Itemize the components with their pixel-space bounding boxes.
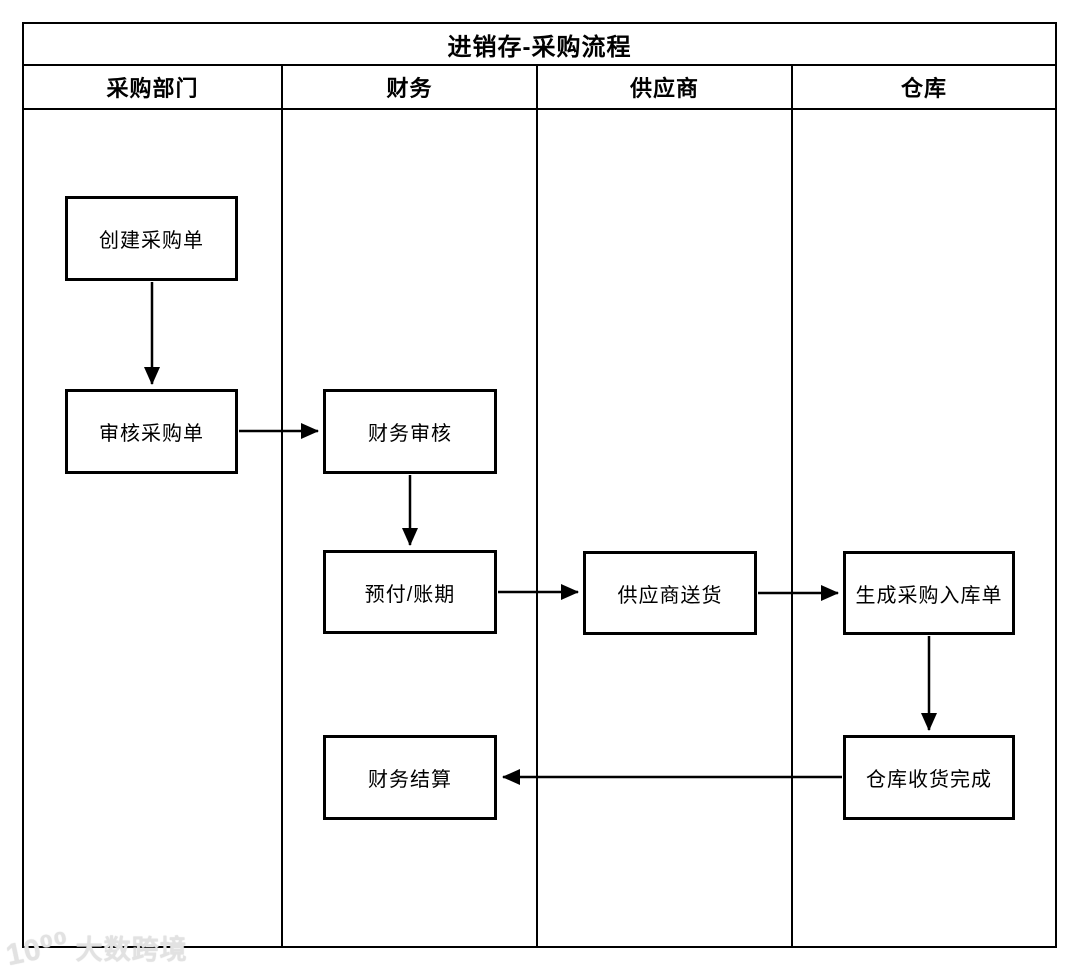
flow-node-finance-settle: 财务结算 [323, 735, 497, 820]
flow-node-label: 生成采购入库单 [855, 584, 1003, 607]
flow-node-label: 创建采购单 [99, 230, 204, 252]
flow-node-supplier-delivery: 供应商送货 [583, 551, 757, 635]
lane-column-supplier [538, 110, 793, 946]
flow-node-finance-review: 财务审核 [323, 389, 497, 474]
lane-body-row [24, 110, 1055, 946]
flow-node-create-po: 创建采购单 [65, 196, 238, 281]
flow-node-label: 财务结算 [368, 769, 452, 791]
flow-node-review-po: 审核采购单 [65, 389, 238, 474]
lane-header-purchasing: 采购部门 [24, 66, 283, 108]
lane-header-row: 采购部门 财务 供应商 仓库 [24, 66, 1055, 110]
flow-node-warehouse-done: 仓库收货完成 [843, 735, 1015, 820]
flow-node-prepay-terms: 预付/账期 [323, 550, 497, 634]
flow-node-label: 财务审核 [368, 423, 452, 445]
lane-header-finance: 财务 [283, 66, 538, 108]
flow-node-label: 供应商送货 [617, 584, 723, 607]
lane-header-supplier: 供应商 [538, 66, 793, 108]
lane-header-warehouse: 仓库 [900, 76, 947, 101]
lane-column-finance [283, 110, 538, 946]
diagram-title: 进销存-采购流程 [24, 24, 1055, 66]
lane-column-purchasing [24, 110, 283, 946]
lane-column-warehouse [793, 110, 1055, 946]
swimlane-table: 进销存-采购流程 采购部门 财务 供应商 仓库 [22, 22, 1057, 948]
flow-node-label: 审核采购单 [99, 423, 204, 445]
flow-node-label: 仓库收货完成 [866, 769, 992, 791]
flow-node-generate-inbound: 生成采购入库单 [843, 551, 1015, 635]
flow-node-label: 预付/账期 [364, 583, 456, 606]
